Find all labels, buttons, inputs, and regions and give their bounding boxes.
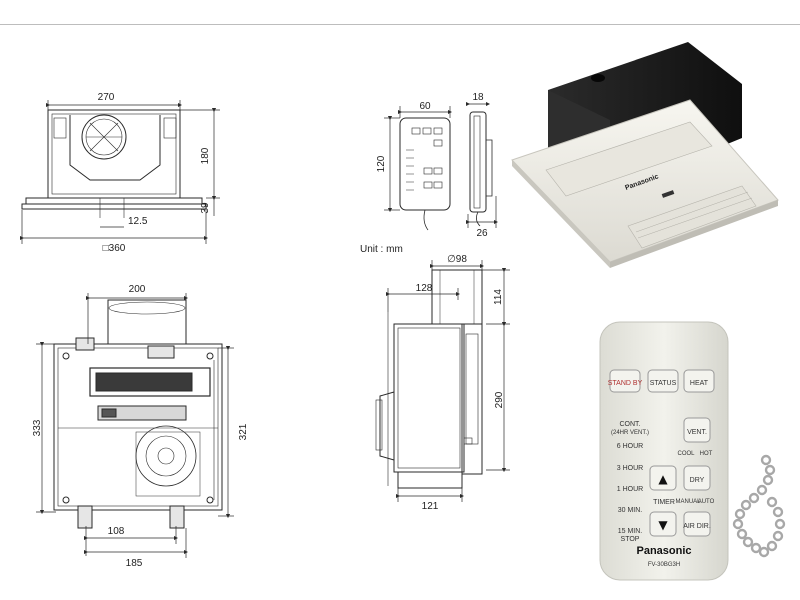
cont-label: CONT. bbox=[620, 421, 641, 428]
dim-side-offset: 128 bbox=[416, 283, 433, 294]
manual-label: MANUAL bbox=[675, 499, 701, 505]
bead-chain bbox=[732, 454, 786, 558]
plan-view-dims bbox=[36, 293, 234, 558]
dim-bottom-height-left: 333 bbox=[32, 419, 43, 436]
six-hour-label: 6 HOUR bbox=[617, 443, 643, 450]
remote-model: FV-30BG3H bbox=[648, 562, 680, 568]
remote-heat-button[interactable]: HEAT bbox=[683, 369, 715, 393]
front-elevation-dims bbox=[19, 100, 220, 244]
status-label: STATUS bbox=[650, 380, 677, 387]
vent-label: VENT. bbox=[687, 429, 707, 436]
dim-bottom-height-right: 321 bbox=[238, 423, 249, 440]
remote-status-button[interactable]: STATUS bbox=[647, 369, 679, 393]
stop-label: STOP bbox=[621, 536, 640, 543]
thirty-min-label: 30 MIN. bbox=[618, 507, 643, 514]
remote-outline-drawing bbox=[399, 111, 493, 231]
cont-sub-label: (24HR VENT.) bbox=[611, 430, 649, 436]
dim-side-diameter: ∅98 bbox=[447, 254, 467, 265]
one-hour-label: 1 HOUR bbox=[617, 486, 643, 493]
front-elevation-drawing bbox=[21, 109, 207, 218]
ventilation-unit-image bbox=[511, 42, 779, 268]
header-divider bbox=[0, 24, 800, 25]
up-arrow-icon: ▲ bbox=[658, 472, 668, 486]
side-elevation-dims bbox=[385, 260, 510, 502]
dim-side-height: 290 bbox=[494, 391, 505, 408]
remote-brand: Panasonic bbox=[636, 545, 691, 557]
remote-outline-dims bbox=[384, 101, 499, 228]
remote-standby-button[interactable]: STAND BY bbox=[608, 369, 643, 393]
dim-remote-thick: 26 bbox=[476, 228, 488, 239]
dim-remote-height: 120 bbox=[376, 155, 387, 172]
side-elevation-drawing bbox=[375, 269, 483, 489]
dim-bottom-w1: 108 bbox=[108, 526, 125, 537]
auto-label: AUTO bbox=[698, 499, 715, 505]
hot-label: HOT bbox=[700, 451, 713, 457]
remote-vent-button[interactable]: VENT. bbox=[683, 417, 711, 443]
dim-top-width: 270 bbox=[98, 92, 115, 103]
dim-top-flange: 39 bbox=[200, 202, 211, 214]
dim-bottom-width: 200 bbox=[129, 284, 146, 295]
unit-label: Unit : mm bbox=[360, 244, 403, 255]
down-arrow-icon: ▼ bbox=[658, 518, 668, 532]
remote-dry-button[interactable]: DRY bbox=[683, 465, 711, 491]
air-dir-label: AIR DIR. bbox=[683, 523, 711, 530]
fifteen-min-label: 15 MIN. bbox=[618, 528, 643, 535]
dim-top-square: □360 bbox=[103, 243, 126, 254]
standby-label: STAND BY bbox=[608, 380, 643, 387]
remote-air-dir-button[interactable]: AIR DIR. bbox=[683, 511, 711, 537]
three-hour-label: 3 HOUR bbox=[617, 465, 643, 472]
dim-side-bottom: 121 bbox=[422, 501, 439, 512]
heat-label: HEAT bbox=[690, 380, 709, 387]
dim-side-top: 114 bbox=[493, 289, 504, 305]
dry-label: DRY bbox=[690, 477, 705, 484]
dim-top-offset: 12.5 bbox=[128, 216, 148, 227]
remote-up-button[interactable]: ▲ bbox=[649, 465, 677, 491]
plan-view-drawing bbox=[53, 299, 223, 529]
dim-top-height: 180 bbox=[200, 147, 211, 164]
timer-label: TIMER bbox=[653, 499, 675, 506]
cool-label: COOL bbox=[677, 451, 695, 457]
dim-bottom-w2: 185 bbox=[126, 558, 143, 569]
dim-remote-depth: 18 bbox=[472, 92, 484, 103]
remote-down-button[interactable]: ▼ bbox=[649, 511, 677, 537]
dim-remote-width: 60 bbox=[419, 101, 431, 112]
